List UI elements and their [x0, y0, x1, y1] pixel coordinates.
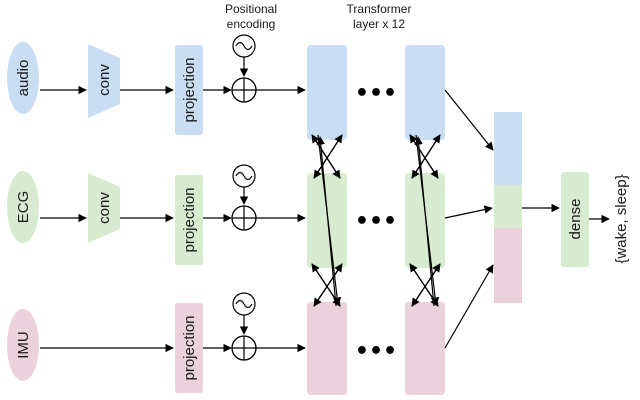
audio-conv-block [88, 44, 120, 118]
positional-encoding-label-2: encoding [227, 17, 276, 31]
cross-attention-arrows-col1 [311, 134, 343, 307]
imu-projection-label: projection [181, 315, 198, 380]
transformer-layer1-ecg [307, 173, 347, 268]
transformer-layer1-imu [307, 302, 347, 395]
ecg-to-concat-arrow [444, 205, 493, 219]
imu-projection-block [175, 303, 203, 393]
ellipsis-row1: ••• [355, 81, 397, 106]
ecg-projection-label: projection [181, 187, 198, 252]
concat-ecg-segment [494, 185, 522, 228]
dense-block [561, 172, 589, 267]
ellipsis-row2: ••• [355, 209, 397, 234]
ecg-conv-label: conv [96, 192, 113, 224]
imu-input-label: IMU [15, 331, 32, 359]
ellipsis-row3: ••• [355, 339, 397, 364]
ecg-input-label: ECG [15, 191, 32, 224]
transformer-layer12-imu [405, 302, 445, 395]
concat-audio-segment [494, 112, 522, 185]
positional-encoding-row3 [231, 292, 257, 361]
transformer-layer12-audio [405, 45, 445, 140]
imu-to-concat-arrow [444, 264, 494, 349]
imu-input-node [7, 309, 39, 381]
ecg-conv-block [88, 173, 120, 243]
audio-projection-block [175, 45, 203, 135]
transformer-label-2: layer x 12 [353, 17, 405, 31]
positional-encoding-row2 [231, 164, 257, 231]
ecg-projection-block [175, 175, 203, 265]
output-label: {wake, sleep} [613, 174, 630, 263]
positional-encoding-row1 [231, 34, 257, 103]
concat-imu-segment [494, 228, 522, 303]
audio-input-label: audio [15, 60, 32, 97]
transformer-label-1: Transformer [347, 2, 412, 16]
audio-projection-label: projection [181, 57, 198, 122]
audio-input-node [7, 42, 39, 114]
cross-attention-arrows-col2 [409, 134, 441, 307]
positional-encoding-label-1: Positional [225, 2, 277, 16]
transformer-layer1-audio [307, 45, 347, 140]
audio-to-concat-arrow [444, 89, 494, 151]
dense-label: dense [567, 199, 584, 240]
transformer-layer12-ecg [405, 173, 445, 268]
audio-conv-label: conv [96, 64, 113, 96]
ecg-input-node [7, 171, 39, 243]
